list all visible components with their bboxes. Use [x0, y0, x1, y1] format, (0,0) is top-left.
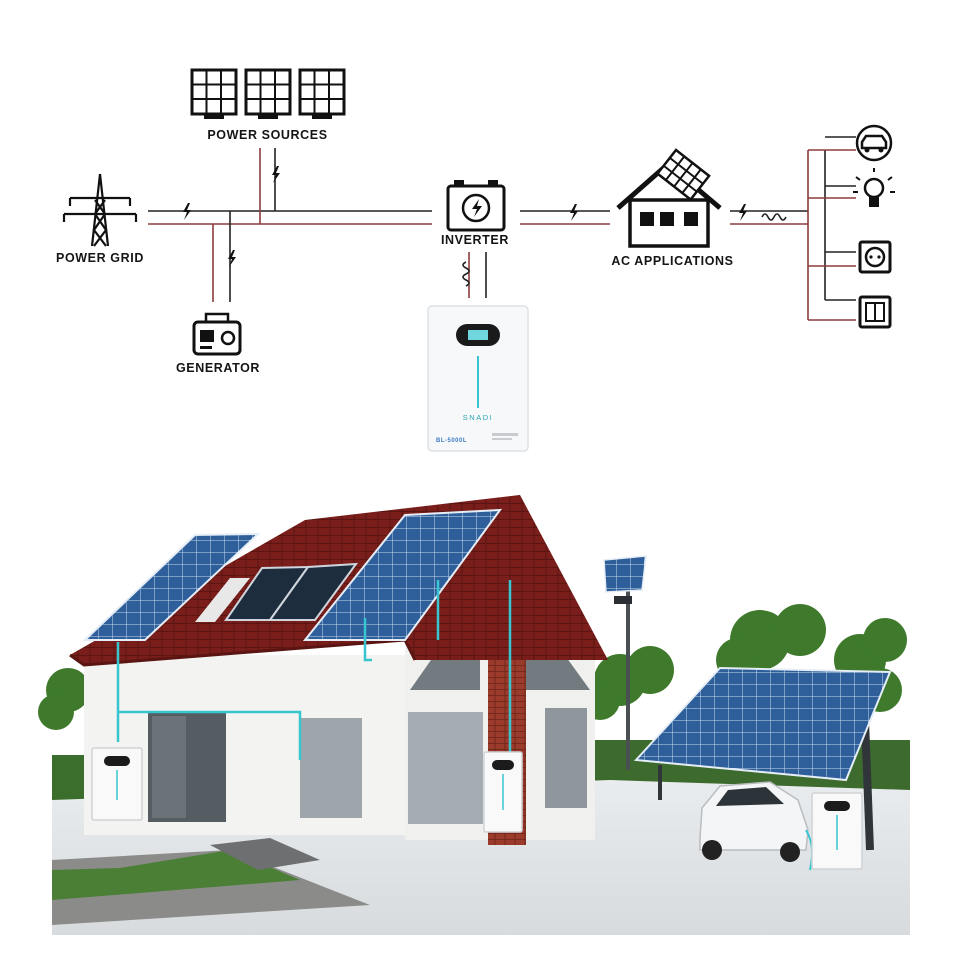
house-scene [38, 495, 910, 935]
inverter-label: INVERTER [440, 233, 509, 247]
battery-unit-left [91, 747, 143, 821]
power-socket-icon [858, 240, 892, 274]
device-brand: SNADI [462, 413, 494, 422]
generator-icon [192, 312, 242, 356]
battery-unit-center [483, 751, 523, 833]
house-icon [616, 148, 722, 248]
ac-applications-label: AC APPLICATIONS [611, 254, 734, 268]
solar-panel-icon [298, 68, 346, 119]
battery-inverter-unit [427, 305, 529, 452]
wall-switch-icon [858, 295, 892, 329]
power-sources-label: POWER SOURCES [207, 128, 328, 142]
lightning-icon [570, 204, 578, 221]
lightning-icon [228, 250, 236, 267]
lightning-icon [739, 204, 747, 221]
light-bulb-icon [853, 168, 895, 207]
generator-label: GENERATOR [175, 361, 261, 375]
lightning-icon [183, 203, 191, 220]
solar-street-light [603, 555, 647, 770]
electric-car [699, 781, 814, 871]
transmission-tower-icon [62, 173, 138, 247]
solar-panel-icon [190, 68, 238, 119]
solar-carport [633, 666, 892, 851]
solar-panel-icon [244, 68, 292, 119]
resistor-icon [761, 213, 787, 221]
lightning-icon [272, 166, 280, 183]
inverter-icon [446, 180, 506, 232]
resistor-icon [462, 261, 470, 287]
device-model: BL-5000L [436, 438, 468, 444]
ev-car-icon [855, 124, 893, 162]
power-grid-label: POWER GRID [56, 251, 144, 265]
battery-unit-right [811, 792, 863, 870]
